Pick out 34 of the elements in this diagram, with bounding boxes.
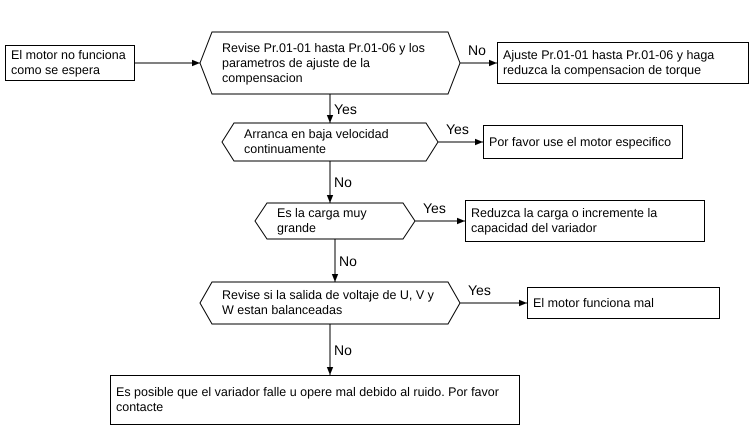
arrow xyxy=(460,300,528,306)
node-text: Es la carga muy grande xyxy=(277,206,368,236)
node-text: Revise Pr.01-01 hasta Pr.01-06 y los parametros de ajuste de la compensacion xyxy=(222,40,426,86)
process-box xyxy=(465,200,705,242)
node-text: Es posible que el variador falle u opere mal debido al ruido. Por favor contacte xyxy=(116,385,500,415)
arrow xyxy=(438,138,484,146)
arrow xyxy=(134,60,200,66)
decision-hexagon xyxy=(255,203,415,239)
arrow xyxy=(460,60,498,66)
process-box xyxy=(5,45,135,81)
edge-label: Yes xyxy=(468,282,491,298)
node-text: El motor no funciona como se espera xyxy=(11,48,127,78)
node-text: Reduzca la carga o incremente la capacidad del variador xyxy=(471,206,658,236)
edge-label: No xyxy=(334,174,352,190)
node-text: Revise si la salida de voltaje de U, V y W estan balanceadas xyxy=(222,288,435,318)
node-text: El motor funciona mal xyxy=(533,296,654,310)
edge-label: Yes xyxy=(423,200,446,216)
arrow xyxy=(414,218,466,224)
arrow xyxy=(326,324,334,376)
process-box xyxy=(483,125,683,159)
decision-hexagon xyxy=(200,32,460,94)
arrow xyxy=(326,160,334,204)
edge-label: No xyxy=(468,42,486,58)
process-box xyxy=(527,287,720,319)
node-text: Ajuste Pr.01-01 hasta Pr.01-06 y haga reduzca la compensacion de torque xyxy=(503,48,716,78)
decision-hexagon xyxy=(222,123,438,161)
node-text: Por favor use el motor especifico xyxy=(489,134,672,150)
arrow xyxy=(326,94,334,124)
process-box xyxy=(497,42,749,84)
edge-label: Yes xyxy=(446,121,469,137)
process-box xyxy=(110,375,520,425)
node-text: Arranca en baja velocidad continuamente xyxy=(244,127,390,157)
arrow xyxy=(332,238,338,282)
decision-hexagon xyxy=(200,282,460,324)
